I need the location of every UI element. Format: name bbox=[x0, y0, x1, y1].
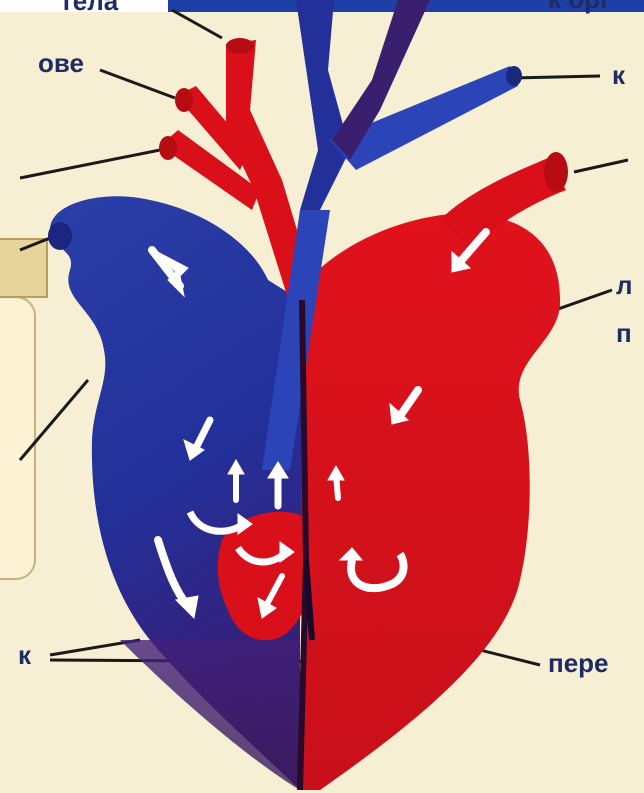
blue-vessels bbox=[296, 0, 518, 210]
label-right-p: п bbox=[616, 318, 632, 349]
label-top-right: к орг bbox=[548, 0, 611, 15]
label-top-left: тела bbox=[60, 0, 118, 17]
vein-opening bbox=[544, 152, 568, 192]
label-bottom-right: пере bbox=[548, 648, 609, 679]
label-right-k: к bbox=[612, 60, 625, 91]
aorta-opening bbox=[226, 38, 254, 54]
label-bottom-left: к bbox=[18, 640, 31, 671]
label-left-upper: ове bbox=[38, 48, 84, 79]
label-right-l: л bbox=[616, 270, 633, 301]
left-atrium-ventricle bbox=[300, 214, 560, 790]
vena-cava-opening bbox=[48, 222, 72, 250]
